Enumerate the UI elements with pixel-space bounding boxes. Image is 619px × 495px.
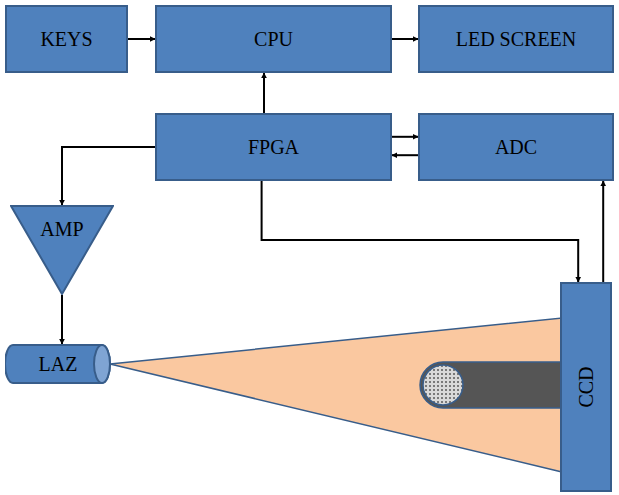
node-label: AMP (40, 218, 83, 240)
node-label: FPGA (248, 136, 299, 158)
node-label: CPU (254, 28, 293, 50)
logic-box: FPGA (155, 113, 392, 181)
node-label: KEYS (40, 28, 92, 50)
signal-arrow (602, 181, 604, 282)
signal-arrow (128, 38, 155, 40)
signal-arrow (262, 181, 579, 282)
processor-box: CPU (155, 5, 392, 73)
signal-arrow (263, 73, 265, 113)
signal-arrow (392, 38, 418, 40)
object-shadow (420, 362, 562, 408)
node-label: ADC (495, 136, 537, 158)
signal-arrow (61, 295, 63, 344)
laser-beam (110, 318, 562, 472)
node-label: LAZ (39, 353, 78, 375)
laser-cylinder: LAZ (5, 344, 111, 384)
signal-arrow (392, 136, 418, 138)
node-label: CCD (575, 366, 597, 407)
converter-box: ADC (418, 113, 614, 181)
object-sample (423, 365, 463, 405)
signal-arrow (392, 154, 418, 156)
cylinder-end (94, 345, 110, 383)
amplifier-triangle: AMP (10, 205, 114, 295)
amplifier-outline (11, 206, 113, 294)
input-box: KEYS (5, 5, 128, 73)
signal-arrow (62, 147, 155, 205)
sensor-box: CCD (560, 282, 612, 492)
node-label: LED SCREEN (456, 28, 577, 50)
cylinder-body (5, 345, 110, 383)
display-box: LED SCREEN (418, 5, 614, 73)
